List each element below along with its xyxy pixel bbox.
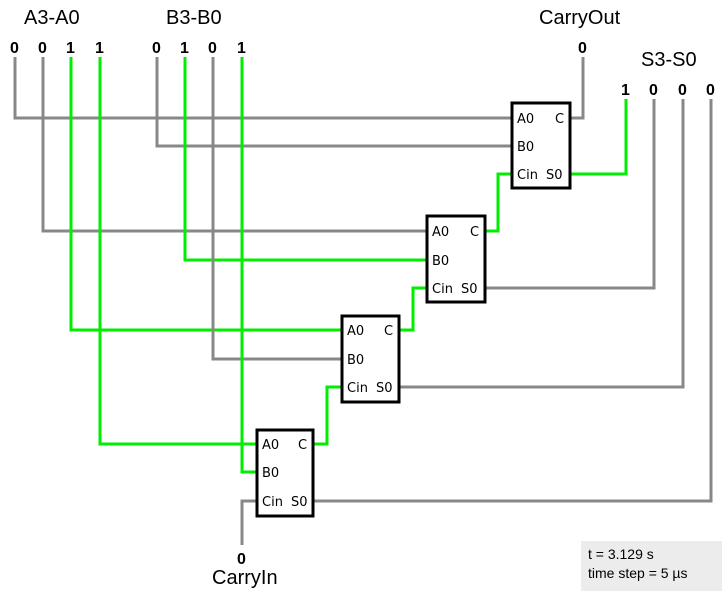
s3-value: 1 <box>621 82 630 99</box>
adder-body <box>510 101 572 190</box>
a3-value[interactable]: 0 <box>10 40 19 57</box>
carry-out-value: 0 <box>578 40 587 57</box>
port-b-label: B0 <box>347 353 364 368</box>
port-c-label: C <box>384 324 393 339</box>
a1-value[interactable]: 1 <box>66 40 75 57</box>
wire-carry-2-3 <box>485 172 512 233</box>
port-b-label: B0 <box>432 254 449 269</box>
port-c-label: C <box>470 225 479 240</box>
wire-s1 <box>399 99 685 389</box>
simulation-time: t = 3.129 s <box>588 546 654 562</box>
b-group-label: B3-B0 <box>166 7 222 29</box>
a0-value[interactable]: 1 <box>95 40 104 57</box>
carry-in-value[interactable]: 0 <box>237 551 246 568</box>
wire-a3 <box>13 57 512 120</box>
port-s-label: S0 <box>291 495 308 510</box>
adder-body <box>255 428 315 518</box>
carry-in-label: CarryIn <box>212 567 278 589</box>
full-adder-bit1: A0 C B0 Cin S0 <box>340 314 401 404</box>
wire-a1 <box>69 57 342 332</box>
wire-carry-0-1 <box>313 385 342 446</box>
b2-value[interactable]: 1 <box>180 40 189 57</box>
adder-body <box>340 314 401 404</box>
port-s-label: S0 <box>376 381 393 396</box>
full-adder-bit3: A0 C B0 Cin S0 <box>510 101 572 190</box>
b3-value[interactable]: 0 <box>152 40 161 57</box>
wire-b2 <box>183 57 427 262</box>
wire-carry-1-2 <box>399 286 427 332</box>
wire-a0 <box>98 57 257 446</box>
adder-body <box>425 214 487 304</box>
b1-value[interactable]: 0 <box>208 40 217 57</box>
wire-carry-out <box>570 57 585 120</box>
port-s-label: S0 <box>461 282 478 297</box>
simulation-status-panel: t = 3.129 s time step = 5 µs <box>581 541 722 591</box>
port-b-label: B0 <box>262 466 279 481</box>
port-c-label: C <box>298 438 307 453</box>
s2-value: 0 <box>649 82 658 99</box>
port-a-label: A0 <box>517 112 534 127</box>
port-b-label: B0 <box>517 140 534 155</box>
wire-s2 <box>485 99 656 290</box>
s1-value: 0 <box>678 82 687 99</box>
port-a-label: A0 <box>347 324 364 339</box>
port-a-label: A0 <box>432 225 449 240</box>
wire-b0 <box>240 57 257 474</box>
s0-value: 0 <box>706 82 715 99</box>
a-group-label: A3-A0 <box>24 7 80 29</box>
sum-group-label: S3-S0 <box>641 49 697 71</box>
port-cin-label: Cin <box>432 282 453 297</box>
port-s-label: S0 <box>546 168 563 183</box>
carry-out-label: CarryOut <box>539 7 621 29</box>
full-adder-bit2: A0 C B0 Cin S0 <box>425 214 487 304</box>
b0-value[interactable]: 1 <box>237 40 246 57</box>
a2-value[interactable]: 0 <box>38 40 47 57</box>
port-cin-label: Cin <box>517 168 538 183</box>
wire-b1 <box>211 57 342 361</box>
wire-carry-in <box>240 499 257 545</box>
port-c-label: C <box>555 112 564 127</box>
port-cin-label: Cin <box>262 495 283 510</box>
wire-s3 <box>570 99 628 176</box>
full-adder-bit0: A0 C B0 Cin S0 <box>255 428 315 518</box>
wire-a2 <box>41 57 427 233</box>
wire-s0 <box>313 99 713 503</box>
wire-b3 <box>155 57 512 148</box>
port-a-label: A0 <box>262 438 279 453</box>
port-cin-label: Cin <box>347 381 368 396</box>
time-step: time step = 5 µs <box>588 565 688 581</box>
